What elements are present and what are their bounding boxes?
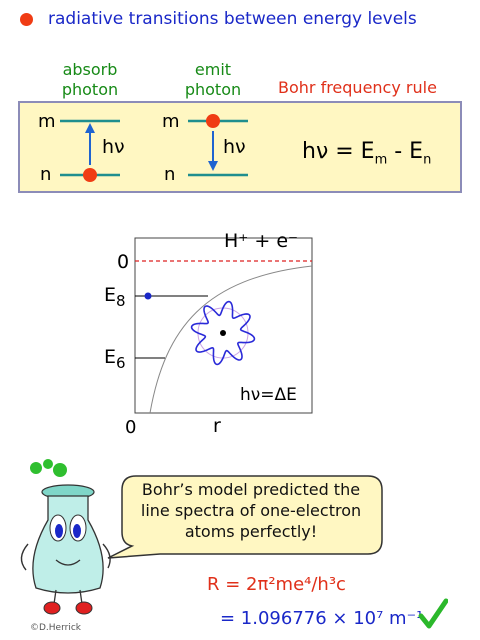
right-arm	[102, 543, 111, 569]
bullet-dot	[20, 13, 33, 26]
plot-frame	[134, 237, 313, 414]
zero-energy-label: 0	[117, 251, 130, 273]
transitions-diagram	[60, 114, 248, 182]
standing-wave	[190, 300, 256, 366]
right-pupil	[73, 524, 81, 538]
emit-photon-hv: hν	[223, 136, 246, 158]
bubble-icon	[30, 462, 42, 474]
checkmark-icon	[418, 598, 448, 629]
absorb-level-n-label: n	[40, 164, 52, 185]
bubble-icon	[53, 463, 67, 477]
absorb-photon-label: absorb photon	[61, 60, 119, 99]
e8-electron-dot	[144, 292, 152, 300]
credit-text: ©D.Herrick	[30, 623, 81, 633]
left-arm	[20, 543, 29, 571]
left-shoe	[43, 601, 61, 615]
e6-label: E6	[104, 346, 126, 372]
delta-e-label: hν=ΔE	[240, 385, 297, 405]
emit-electron-dot	[206, 114, 220, 128]
energy-vs-radius-plot	[134, 237, 313, 414]
flask-mascot	[20, 459, 111, 615]
left-pupil	[55, 524, 63, 538]
origin-label: 0	[125, 417, 137, 438]
bohr-frequency-rule-label: Bohr frequency rule	[278, 78, 437, 97]
bohr-frequency-formula: hν = Em - En	[302, 139, 432, 168]
emit-arrowhead	[208, 161, 218, 171]
absorb-level-m-label: m	[38, 111, 56, 132]
absorb-electron-dot	[83, 168, 97, 182]
nucleus-dot	[220, 330, 226, 336]
emit-photon-label: emit photon	[184, 60, 242, 99]
rydberg-formula: R = 2π²me⁴/h³c	[207, 574, 346, 595]
emit-level-n-label: n	[164, 164, 176, 185]
left-leg	[53, 589, 57, 605]
speech-bubble	[107, 475, 383, 559]
right-leg	[79, 589, 83, 605]
transitions-panel: m n hν m n hν hν = Em - En	[18, 101, 462, 193]
absorb-photon-hv: hν	[102, 136, 125, 158]
absorb-arrowhead	[85, 123, 95, 133]
flask-body	[32, 495, 104, 594]
potential-curve	[149, 265, 313, 414]
speech-text: Bohr’s model predicted the line spectra …	[140, 480, 362, 541]
r-axis-label: r	[213, 415, 221, 437]
page-title: radiative transitions between energy lev…	[48, 9, 417, 29]
emit-level-m-label: m	[162, 111, 180, 132]
speech-bubble-shape	[107, 475, 383, 559]
bubble-icon	[43, 459, 53, 469]
ion-label: H⁺ + e⁻	[224, 230, 299, 252]
right-shoe	[75, 601, 93, 615]
smile	[55, 559, 81, 566]
e8-label: E8	[104, 284, 126, 310]
rydberg-value: = 1.096776 × 10⁷ m⁻¹	[220, 608, 424, 629]
